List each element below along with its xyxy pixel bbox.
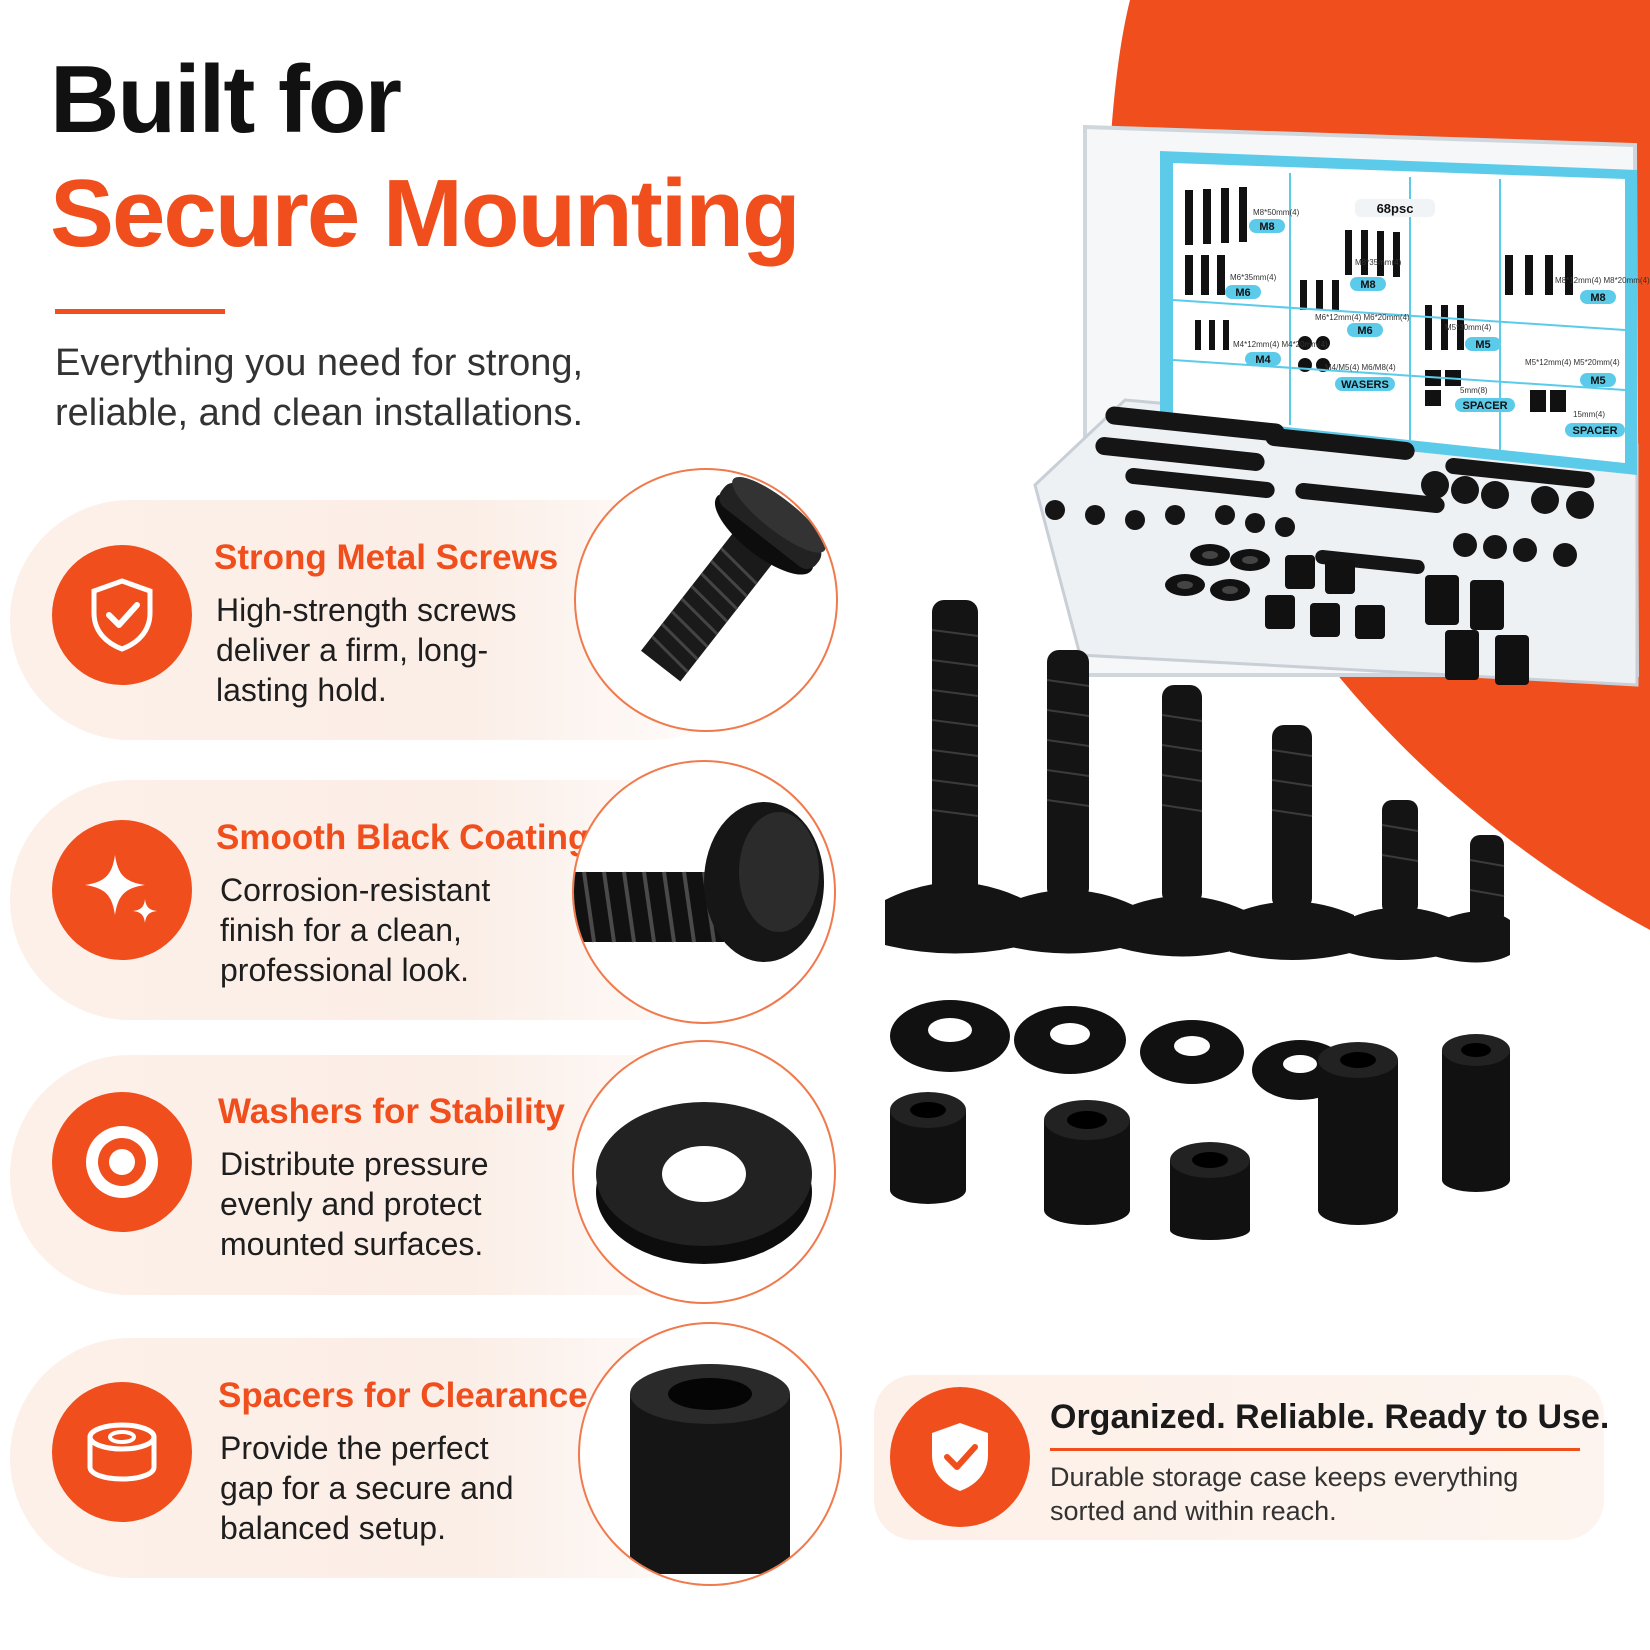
- feature-title: Strong Metal Screws: [214, 538, 559, 577]
- svg-text:M5*12mm(4) M5*20mm(4): M5*12mm(4) M5*20mm(4): [1525, 358, 1620, 367]
- svg-text:M4/M5(4) M6/M8(4): M4/M5(4) M6/M8(4): [1325, 363, 1396, 372]
- feature-title: Washers for Stability: [218, 1092, 565, 1131]
- organized-underline: [1050, 1448, 1580, 1451]
- svg-text:M5: M5: [1475, 339, 1490, 351]
- svg-text:M6*35mm(4): M6*35mm(4): [1230, 273, 1277, 282]
- svg-text:M5: M5: [1590, 375, 1605, 387]
- svg-text:M5*30mm(4): M5*30mm(4): [1445, 323, 1492, 332]
- svg-text:M8: M8: [1360, 279, 1375, 291]
- headline-underline: [55, 309, 225, 314]
- spacer-cylinder-icon: [52, 1382, 192, 1522]
- spacer-group: [890, 1034, 1510, 1240]
- spacer-closeup-photo: [578, 1322, 842, 1586]
- svg-text:SPACER: SPACER: [1572, 425, 1617, 437]
- svg-text:M8*50mm(4): M8*50mm(4): [1253, 208, 1300, 217]
- coated-screw-photo: [572, 760, 836, 1024]
- feature-desc: Corrosion-resistant finish for a clean, …: [220, 872, 491, 988]
- svg-text:M8: M8: [1259, 221, 1274, 233]
- shield-check-icon: [890, 1387, 1030, 1527]
- washer-group: [890, 1000, 1348, 1100]
- svg-text:M6: M6: [1235, 287, 1250, 299]
- svg-text:M6*12mm(4) M6*20mm(4): M6*12mm(4) M6*20mm(4): [1315, 313, 1410, 322]
- sparkle-icon: [52, 820, 192, 960]
- feature-desc: High-strength screws deliver a firm, lon…: [216, 592, 517, 708]
- feature-title: Spacers for Clearance: [218, 1376, 588, 1415]
- svg-text:M4: M4: [1255, 354, 1271, 366]
- hardware-parts-display: [885, 600, 1510, 1240]
- svg-text:SPACER: SPACER: [1462, 400, 1507, 412]
- svg-text:M8*35mm(4): M8*35mm(4): [1355, 258, 1402, 267]
- headline-line-2: Secure Mounting: [50, 160, 801, 267]
- shield-check-icon: [52, 545, 192, 685]
- svg-text:M8: M8: [1590, 292, 1605, 304]
- svg-text:5mm(8): 5mm(8): [1460, 386, 1488, 395]
- svg-text:WASERS: WASERS: [1341, 379, 1389, 391]
- feature-title: Smooth Black Coating: [216, 818, 590, 857]
- organized-title: Organized. Reliable. Ready to Use.: [1050, 1398, 1610, 1436]
- svg-text:M8*12mm(4) M8*20mm(4): M8*12mm(4) M8*20mm(4): [1555, 276, 1650, 285]
- svg-text:M6: M6: [1357, 325, 1372, 337]
- case-count-label: 68psc: [1377, 201, 1414, 216]
- feature-desc: Provide the perfect gap for a secure and…: [220, 1430, 514, 1546]
- hardware-kit-case: 68psc M8 M8 M8 M6 M6 M5 M5 M4 WASERS SPA…: [1033, 124, 1650, 687]
- washer-closeup-photo: [572, 1040, 836, 1304]
- subheadline: Everything you need for strong, reliable…: [55, 342, 584, 434]
- screw-closeup-photo: [574, 468, 838, 732]
- svg-text:15mm(4): 15mm(4): [1573, 410, 1605, 419]
- headline-line-1: Built for: [50, 46, 402, 153]
- target-washer-icon: [52, 1092, 192, 1232]
- organized-desc: Durable storage case keeps everything so…: [1050, 1462, 1519, 1526]
- svg-text:M4*12mm(4) M4*20mm(4): M4*12mm(4) M4*20mm(4): [1233, 340, 1328, 349]
- feature-desc: Distribute pressure evenly and protect m…: [220, 1146, 489, 1262]
